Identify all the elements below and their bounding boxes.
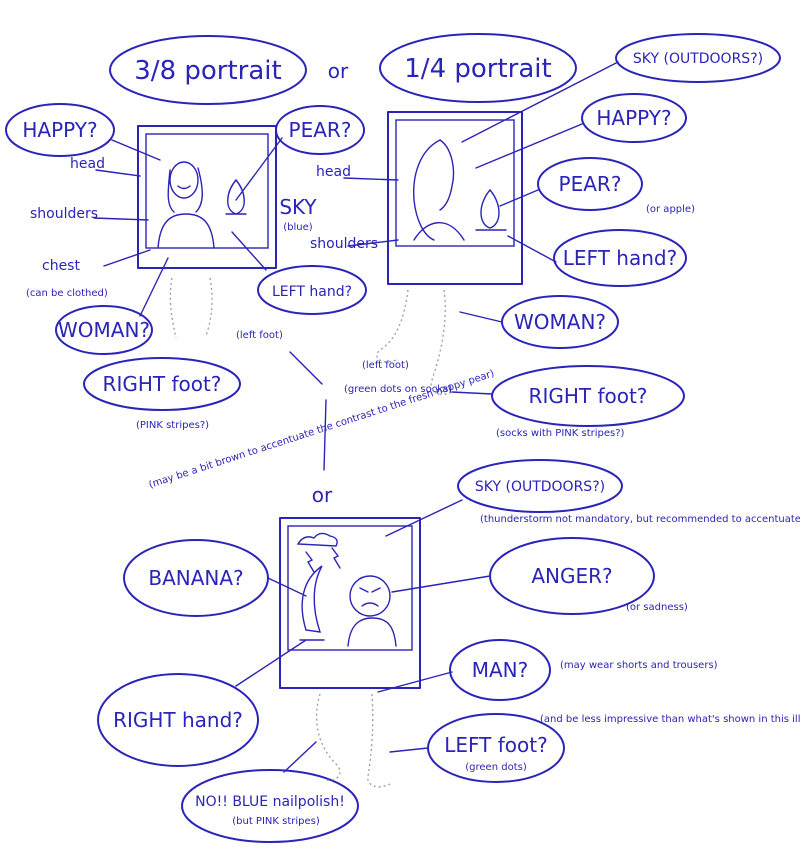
left-portrait-frame [137, 125, 277, 269]
man-label: MAN? [472, 658, 529, 682]
woman-left-label: WOMAN? [58, 318, 150, 342]
right-foot-left-note: (PINK stripes?) [136, 420, 209, 431]
oval-man [449, 639, 551, 701]
left-foot-bottom-note: (green dots) [465, 762, 527, 773]
pointer-anger [391, 575, 491, 593]
pointer-happy-right [475, 123, 583, 169]
oval-pear-left [275, 105, 365, 155]
pointer-pear-right [499, 189, 539, 207]
pear-right-note: (or apple) [646, 204, 695, 215]
left-hand-left-label: LEFT hand? [272, 284, 352, 300]
nail-note: (but PINK stripes) [232, 816, 320, 827]
oval-pear-right [537, 157, 643, 211]
anger-note: (or sadness) [626, 602, 688, 613]
banana-label: BANANA? [148, 566, 243, 590]
chest-note: (can be clothed) [26, 288, 108, 299]
or-top-label: or [328, 59, 349, 83]
sky-right-label: SKY (OUTDOORS?) [633, 51, 763, 67]
oval-woman-left [55, 305, 153, 355]
arrow-center-down [323, 399, 327, 471]
sky-left-label: SKY [279, 195, 317, 219]
bottom-portrait-frame [279, 517, 421, 689]
chest-label: chest [42, 258, 80, 274]
nail-label: NO!! BLUE nailpolish! [195, 794, 345, 810]
pointer-foot-right [451, 391, 493, 395]
happy-left-label: HAPPY? [22, 118, 97, 142]
sky-left-note: (blue) [283, 222, 313, 233]
pointer-pear-left [235, 137, 283, 201]
oval-nail [181, 769, 359, 843]
head-left-label: head [70, 156, 105, 172]
pointer-hand-right [507, 235, 557, 263]
left-foot-right-label: (left foot) [362, 360, 409, 371]
pointer-right-hand [235, 639, 307, 687]
left-legs-dotted [169, 277, 213, 339]
right-option-label: 1/4 portrait [404, 54, 551, 84]
man-note: (may wear shorts and trousers) [560, 660, 718, 671]
sky-bottom-note: (thunderstorm not mandatory, but recomme… [480, 514, 800, 525]
right-foot-right-label: RIGHT foot? [529, 384, 648, 408]
oval-left-hand-right [553, 229, 687, 287]
pointer-left-foot-bottom [389, 747, 429, 753]
oval-right-hand [97, 673, 259, 767]
oval-right-foot-left [83, 357, 241, 411]
left-foot-bottom-label: LEFT foot? [444, 733, 547, 757]
happy-right-label: HAPPY? [596, 106, 671, 130]
pointer-body-right [343, 177, 399, 247]
head-right-label: head [316, 164, 351, 180]
oval-sky-right [615, 33, 781, 83]
left-option-label: 3/8 portrait [134, 56, 281, 86]
pear-left-label: PEAR? [289, 118, 352, 142]
or-bottom-label: or [312, 483, 333, 507]
oval-happy-left [5, 103, 115, 157]
pear-right-label: PEAR? [559, 172, 622, 196]
pointer-woman-left [139, 257, 169, 317]
pointer-sky-bottom [385, 499, 463, 537]
pointer-body-left [93, 169, 151, 267]
right-legs-dotted [376, 289, 453, 395]
pointer-woman-right [459, 311, 503, 323]
oval-right-foot-right [491, 365, 685, 427]
pointer-man [377, 671, 453, 693]
shoulders-right-label: shoulders [310, 236, 378, 252]
man-note2: (and be less impressive than what's show… [540, 714, 800, 725]
right-foot-left-label: RIGHT foot? [103, 372, 222, 396]
left-hand-right-label: LEFT hand? [563, 246, 677, 270]
shoulders-left-label: shoulders [30, 206, 98, 222]
oval-right-option [379, 33, 577, 103]
anger-label: ANGER? [531, 564, 612, 588]
left-foot-left-label: (left foot) [236, 330, 283, 341]
right-hand-label: RIGHT hand? [113, 708, 243, 732]
pointer-happy-left [111, 139, 161, 161]
oval-sky-bottom [457, 459, 623, 513]
green-dots-label: (green dots on socks) [344, 384, 452, 395]
pointer-banana [267, 577, 307, 597]
woman-right-label: WOMAN? [514, 310, 606, 334]
sky-bottom-label: SKY (OUTDOORS?) [475, 479, 605, 495]
pointer-hand-left [231, 231, 267, 271]
oval-left-hand-left [257, 265, 367, 315]
pointer-sky-right [461, 61, 619, 143]
oval-left-option [109, 35, 307, 105]
arrow-left-down [289, 351, 323, 385]
bottom-legs-dotted [315, 693, 391, 788]
right-foot-right-note: (socks with PINK stripes?) [496, 428, 625, 439]
pointer-nail [283, 741, 317, 773]
oval-happy-right [581, 93, 687, 143]
right-portrait-frame [387, 111, 523, 285]
